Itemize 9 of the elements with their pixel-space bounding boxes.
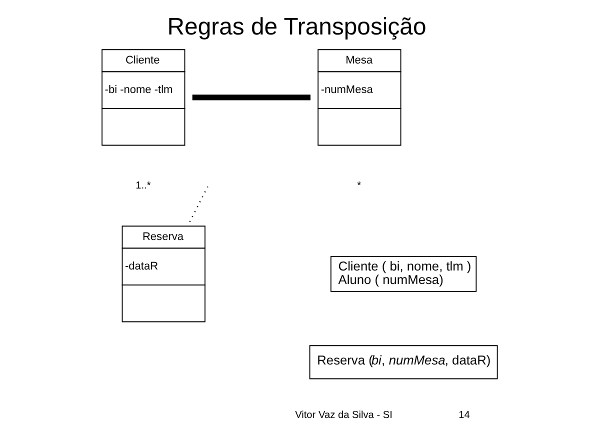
- label: Vitor Vaz da Silva - SI: [295, 410, 392, 422]
- label: *: [357, 180, 362, 192]
- connector: [192, 94, 310, 100]
- label: 14: [458, 410, 470, 422]
- node-box: Cliente ( bi, nome, tlm ) Aluno ( numMesa): [330, 256, 477, 292]
- connector: [188, 186, 208, 223]
- node-box: Reserva (bi, numMesa, dataR): [309, 345, 498, 380]
- diagram-title: Regras de Transposição: [167, 14, 426, 41]
- label: 1..*: [136, 180, 151, 192]
